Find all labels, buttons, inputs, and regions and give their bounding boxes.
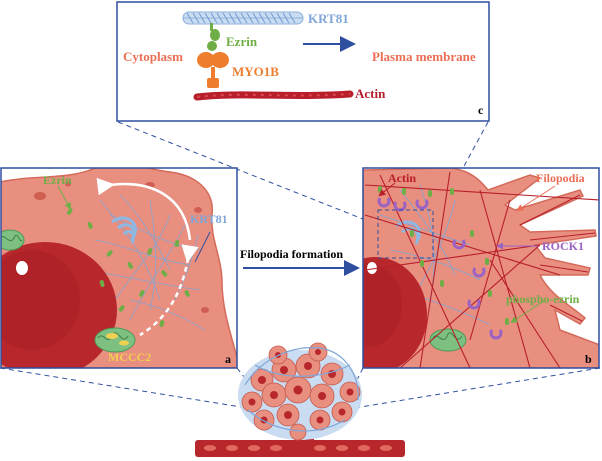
- panel-c-letter: c: [478, 103, 484, 117]
- filopodia-label: Filopodia: [536, 171, 585, 185]
- mitochondrion-b: [429, 328, 467, 352]
- actin-label-c: Actin: [355, 86, 386, 101]
- nucleus: [1, 242, 117, 368]
- actin-network: [364, 171, 599, 368]
- ezrin-protein: [207, 23, 220, 51]
- zoom-region: [377, 209, 434, 259]
- mccc2-label: MCCC2: [108, 350, 152, 364]
- ezrin-label-c: Ezrin: [226, 34, 258, 49]
- plasma-membrane-label: Plasma membrane: [372, 49, 476, 64]
- panel-a: [0, 167, 238, 369]
- nucleus-b: [363, 257, 427, 368]
- ezrin-label-a: Ezrin: [43, 173, 72, 187]
- translocation-arrow-dashed: [139, 244, 199, 337]
- cytoplasm-label: Cytoplasm: [123, 49, 183, 64]
- translocation-arrow-solid: [96, 177, 192, 241]
- panel-b-letter: b: [585, 352, 592, 366]
- myo1b-label: MYO1B: [232, 64, 279, 79]
- rock1-markers: [377, 197, 503, 340]
- rock1-label: ROCK1: [542, 239, 584, 253]
- mitochondrion-left: [1, 229, 25, 251]
- panel-a-letter: a: [225, 352, 231, 366]
- panel-b: [362, 167, 600, 369]
- krt81-label-c: KRT81: [308, 11, 349, 26]
- krt81-filament: [182, 11, 304, 25]
- actin-label-b: Actin: [388, 171, 416, 185]
- golgi-apparatus: [111, 216, 137, 244]
- panel-c: [116, 1, 490, 122]
- ezrin-dots: [67, 208, 190, 327]
- actin-filament: [193, 90, 354, 101]
- phospho-ezrin-label: phospho-ezrin: [506, 292, 580, 306]
- tumor-illustration: [195, 342, 405, 457]
- myo1b-protein: [197, 52, 229, 88]
- blood-vessel: [195, 440, 405, 457]
- mitochondrion-mccc2: [94, 327, 136, 353]
- filopodia-formation-label: Filopodia formation: [240, 247, 344, 261]
- krt81-label-a: KRT81: [190, 212, 228, 226]
